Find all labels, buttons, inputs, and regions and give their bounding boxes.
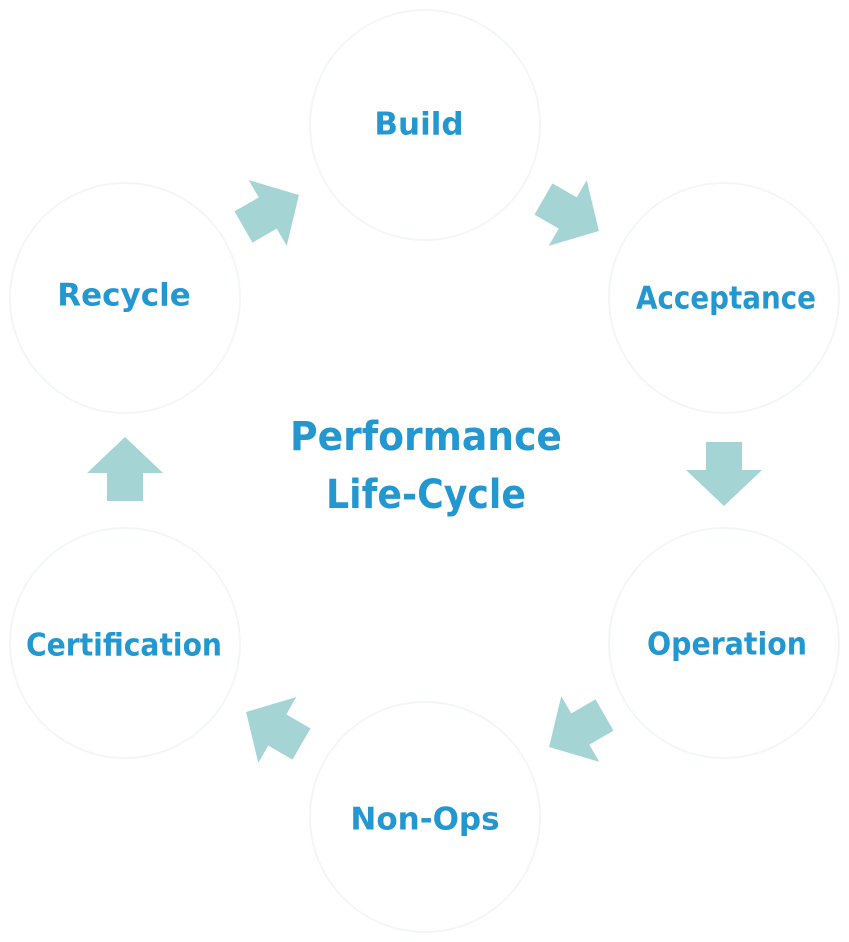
cycle-arrows xyxy=(87,162,762,780)
title-line-1: Performance xyxy=(290,414,562,460)
acceptance-circle xyxy=(608,182,840,414)
non-ops-circle xyxy=(309,701,541,933)
diagram-title: Performance Life-Cycle xyxy=(290,414,562,518)
arrow-non-ops-to-certification-icon xyxy=(227,679,321,777)
arrow-acceptance-to-operation-icon xyxy=(686,442,762,506)
arrow-recycle-to-build-icon xyxy=(224,162,318,260)
node-circles xyxy=(9,9,840,933)
certification-circle xyxy=(9,527,241,759)
node-label-certification: Certification xyxy=(26,628,222,664)
arrow-certification-to-recycle-icon xyxy=(87,437,163,501)
node-label-operation: Operation xyxy=(647,627,807,663)
title-line-2: Life-Cycle xyxy=(326,472,526,518)
node-label-build: Build xyxy=(374,107,463,143)
node-label-recycle: Recycle xyxy=(57,278,191,314)
arrow-build-to-acceptance-icon xyxy=(524,166,618,264)
node-label-acceptance: Acceptance xyxy=(636,281,816,317)
node-labels: Build Acceptance Operation Non-Ops Certi… xyxy=(26,107,816,838)
recycle-circle xyxy=(9,182,241,414)
build-circle xyxy=(309,9,541,241)
operation-circle xyxy=(608,527,840,759)
node-label-non-ops: Non-Ops xyxy=(350,802,499,838)
arrow-operation-to-non-ops-icon xyxy=(530,682,624,780)
